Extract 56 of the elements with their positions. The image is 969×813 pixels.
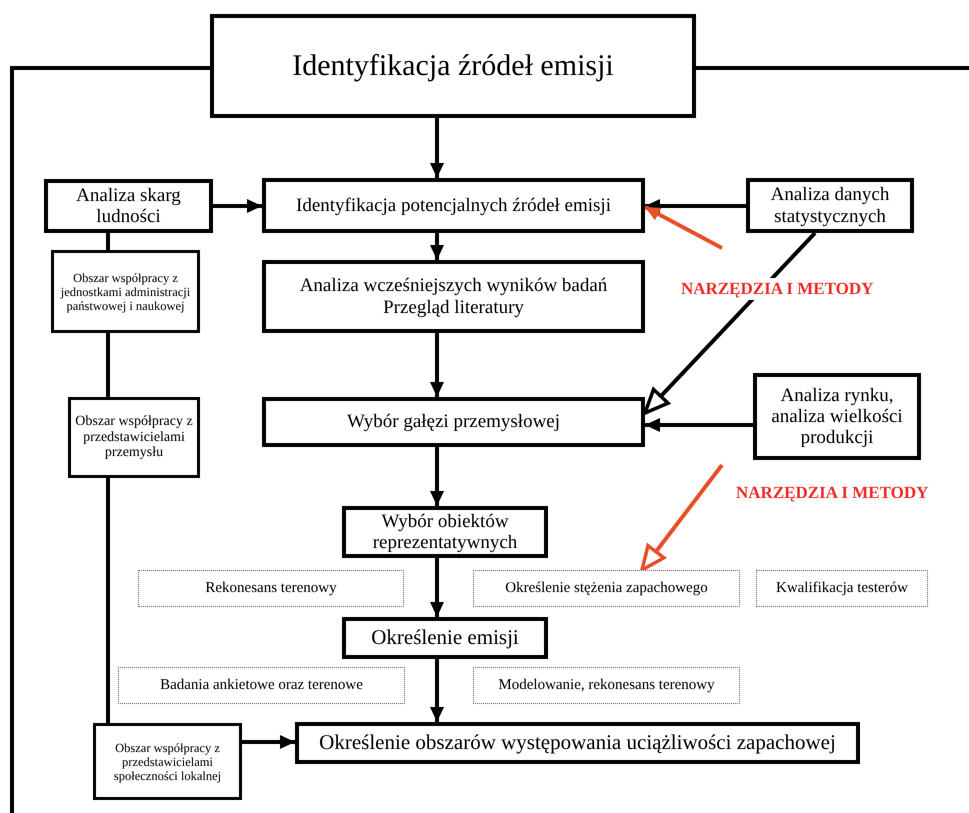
box-text: Analiza wcześniejszych wyników badań (300, 275, 608, 296)
arrow (430, 333, 444, 397)
arrow (430, 659, 444, 722)
box-text: Badania ankietowe oraz terenowe (160, 677, 363, 694)
box-text: Określenie stężenia zapachowego (505, 580, 708, 597)
cooperation-box (51, 250, 200, 333)
box-text: Rekonesans terenowy (205, 580, 337, 597)
method-box (473, 570, 740, 607)
process-box (262, 178, 645, 233)
method-box (118, 667, 405, 704)
connector-line (10, 66, 210, 813)
process-box (342, 506, 548, 558)
box-text: Kwalifikacja testerów (776, 580, 908, 597)
arrow (645, 199, 746, 213)
arrow (430, 233, 444, 260)
method-box (473, 667, 740, 704)
method-label: NARZĘDZIA I METODY (678, 278, 876, 300)
arrow (430, 447, 444, 506)
box-text: Wybór gałęzi przemysłowej (346, 411, 560, 433)
process-box (753, 373, 921, 460)
box-text: Obszar współpracy z jednostkami administracji państwowej i naukowej (59, 270, 192, 312)
connector-line (106, 478, 110, 723)
arrow (430, 118, 444, 178)
box-text: Wybór obiektów reprezentatywnych (372, 510, 518, 554)
box-text: Analiza danych statystycznych (770, 184, 890, 227)
process-box (44, 179, 213, 233)
process-box (746, 178, 914, 233)
process-box (210, 14, 696, 118)
box-text: Obszar współpracy z przedstawicielami społeczności lokalnej (112, 740, 222, 782)
process-box (342, 617, 548, 659)
box-text: Analiza rynku, analiza wielkości produkcji (770, 384, 904, 448)
arrow (242, 735, 295, 749)
arrow (643, 232, 816, 415)
connector-line (106, 233, 110, 250)
process-box (262, 397, 645, 447)
box-text: Obszar współpracy z przedstawicielami przemysłu (74, 414, 194, 461)
box-text: Modelowanie, rekonesans terenowy (498, 677, 715, 694)
cooperation-box (68, 397, 200, 478)
method-box (138, 570, 404, 607)
process-box (262, 260, 645, 333)
box-text: Analiza skarg ludności (75, 184, 182, 228)
method-box (756, 570, 928, 607)
box-text: Przegląd literatury (383, 296, 524, 318)
box-text: Określenie obszarów występowania uciążliwości zapachowej (319, 731, 836, 755)
arrow (644, 205, 723, 250)
cooperation-box (93, 723, 242, 800)
box-text: Określenie emisji (371, 626, 519, 650)
connector-line (696, 66, 969, 70)
arrow (213, 199, 262, 213)
connector-line (106, 333, 110, 397)
arrow (645, 418, 753, 432)
arrow (640, 464, 724, 572)
process-box (295, 722, 860, 764)
box-text: Identyfikacja źródeł emisji (292, 49, 614, 83)
box-text: Identyfikacja potencjalnych źródeł emisji (296, 194, 611, 216)
arrow (430, 558, 444, 617)
